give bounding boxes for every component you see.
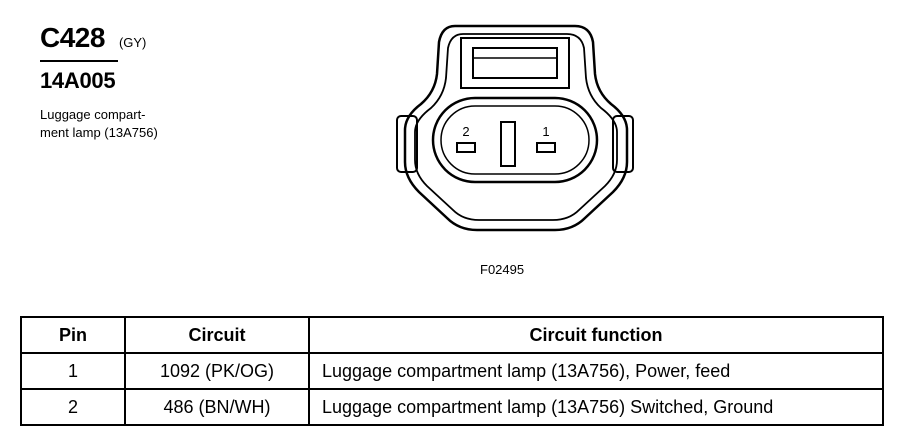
row-1-function: Luggage compartment lamp (13A756), Power… <box>308 352 884 390</box>
pin-cavity-inner <box>440 105 590 175</box>
connector-description: Luggage compart- ment lamp (13A756) <box>40 106 260 142</box>
description-line-1: Luggage compart- <box>40 107 146 122</box>
pin-2-label: 2 <box>462 124 469 139</box>
left-ear <box>396 115 418 173</box>
pin-1-terminal <box>536 142 556 153</box>
center-key <box>500 121 516 167</box>
description-line-2: ment lamp (13A756) <box>40 125 158 140</box>
connector-color: (GY) <box>118 35 147 50</box>
table-row: 1 1092 (PK/OG) Luggage compartment lamp … <box>20 352 884 390</box>
row-1-pin: 1 <box>20 352 126 390</box>
connector-inner-housing <box>414 33 618 221</box>
part-number: 14A005 <box>40 68 116 93</box>
connector-outer-housing <box>403 24 629 232</box>
right-ear <box>612 115 634 173</box>
table-row: 2 486 (BN/WH) Luggage compartment lamp (… <box>20 388 884 426</box>
pin-2-terminal <box>456 142 476 153</box>
connector-number: C428 <box>40 22 105 53</box>
pinout-table: Pin Circuit Circuit function 1 1092 (PK/… <box>20 316 884 426</box>
latch-inner <box>472 47 558 79</box>
row-2-function: Luggage compartment lamp (13A756) Switch… <box>308 388 884 426</box>
row-1-circuit: 1092 (PK/OG) <box>124 352 310 390</box>
figure-id: F02495 <box>480 262 525 277</box>
header-circuit: Circuit <box>124 316 310 354</box>
row-2-pin: 2 <box>20 388 126 426</box>
header-circuit-function: Circuit function <box>308 316 884 354</box>
header-pin: Pin <box>20 316 126 354</box>
connector-header: C428 (GY) 14A005 Luggage compart- ment l… <box>40 22 260 142</box>
row-2-circuit: 486 (BN/WH) <box>124 388 310 426</box>
connector-face-diagram: 2 1 <box>396 24 634 232</box>
pin-1-label: 1 <box>542 124 549 139</box>
header-divider <box>40 60 118 62</box>
connector-id-row: C428 (GY) <box>40 22 260 54</box>
table-header-row: Pin Circuit Circuit function <box>20 316 884 354</box>
pin-cavity-outer <box>431 96 599 184</box>
latch-outer <box>460 37 570 89</box>
